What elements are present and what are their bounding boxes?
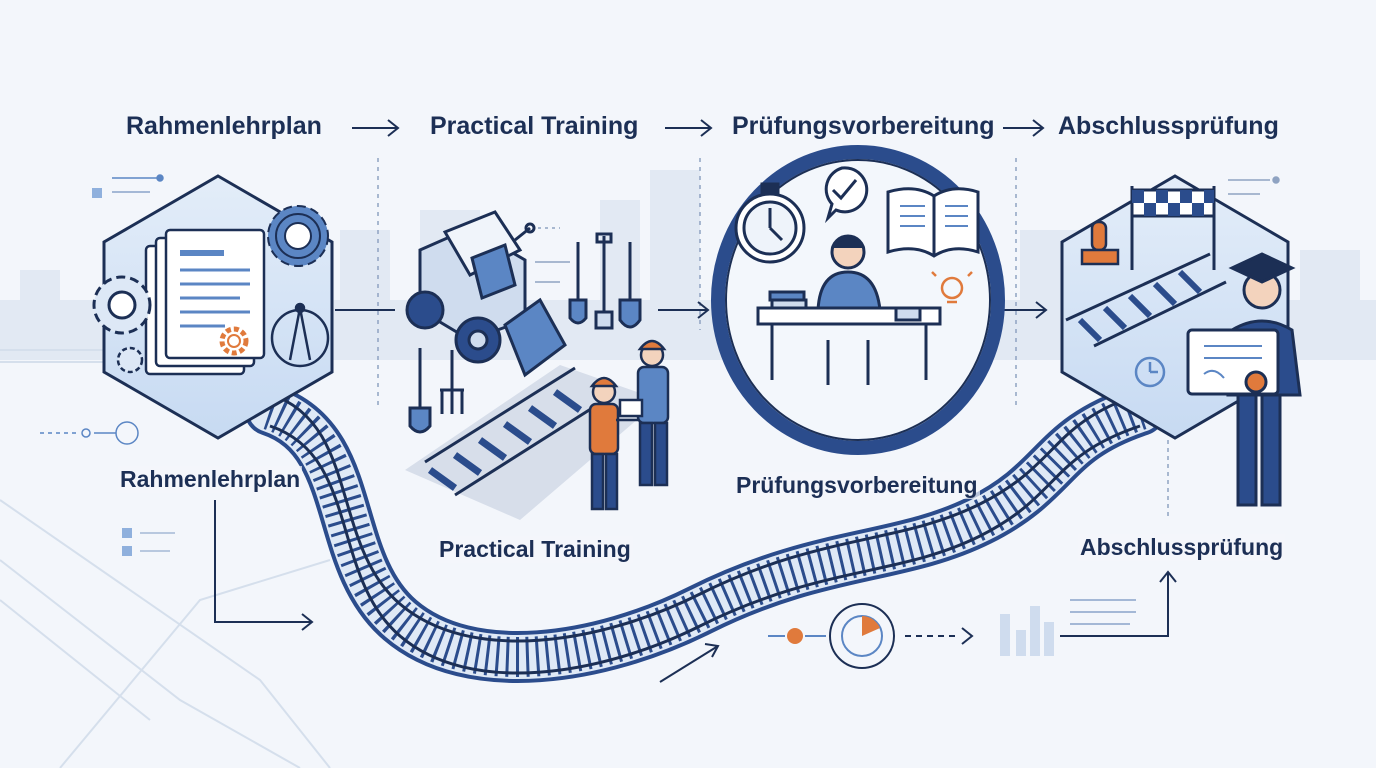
gear-icon xyxy=(267,205,329,267)
shovel-icon xyxy=(408,232,642,434)
decor-stage2 xyxy=(535,227,570,283)
arrow-right-icon xyxy=(1003,119,1045,137)
arrow-right-icon xyxy=(352,119,400,137)
stage-dividers xyxy=(377,158,1017,410)
track-bed xyxy=(405,365,660,520)
worker-figure xyxy=(588,376,640,511)
winding-railway xyxy=(244,384,1166,683)
step-title-practical-training: Practical Training xyxy=(430,112,639,140)
gear-icon xyxy=(116,346,144,374)
stopwatch-icon xyxy=(734,182,806,264)
bottom-icons xyxy=(768,599,1136,669)
step-title-exam-preparation: Prüfungsvorbereitung xyxy=(732,112,995,140)
step-title-curriculum: Rahmenlehrplan xyxy=(126,112,322,140)
background-lines xyxy=(0,349,331,768)
lightbulb-icon xyxy=(931,271,973,304)
timer-chart-icon xyxy=(829,603,895,669)
clock-icon xyxy=(1134,356,1166,388)
step-title-final-exam: Abschlussprüfung xyxy=(1058,112,1279,140)
rail-track xyxy=(1065,252,1227,348)
header-arrows xyxy=(352,119,1045,137)
gear-icon xyxy=(92,275,152,335)
finish-flag-icon xyxy=(1130,186,1216,270)
stage-label-practical-training: Practical Training xyxy=(437,536,633,563)
stage-label-exam-preparation: Prüfungsvorbereitung xyxy=(734,472,980,499)
stage-label-final-exam: Abschlussprüfung xyxy=(1078,534,1286,561)
connector-arrows xyxy=(214,301,1177,683)
decor-stage4 xyxy=(1167,176,1280,520)
documents-icon xyxy=(144,228,266,376)
arrow-right-icon xyxy=(665,119,713,137)
compass-icon xyxy=(270,302,330,368)
excavator-icon xyxy=(405,210,567,378)
curriculum-hexagon xyxy=(92,174,334,440)
book-icon xyxy=(886,187,980,258)
worker-figure xyxy=(618,339,670,487)
bar-chart-icon xyxy=(1000,606,1054,656)
student-at-desk xyxy=(756,234,942,385)
decor-stage1 xyxy=(40,174,175,556)
stage-label-curriculum: Rahmenlehrplan xyxy=(118,466,303,493)
checkmark-bubble-icon xyxy=(824,166,869,224)
graduate-figure xyxy=(1186,252,1302,507)
small-gear-icon xyxy=(219,326,249,356)
stamp-icon xyxy=(1080,220,1120,266)
